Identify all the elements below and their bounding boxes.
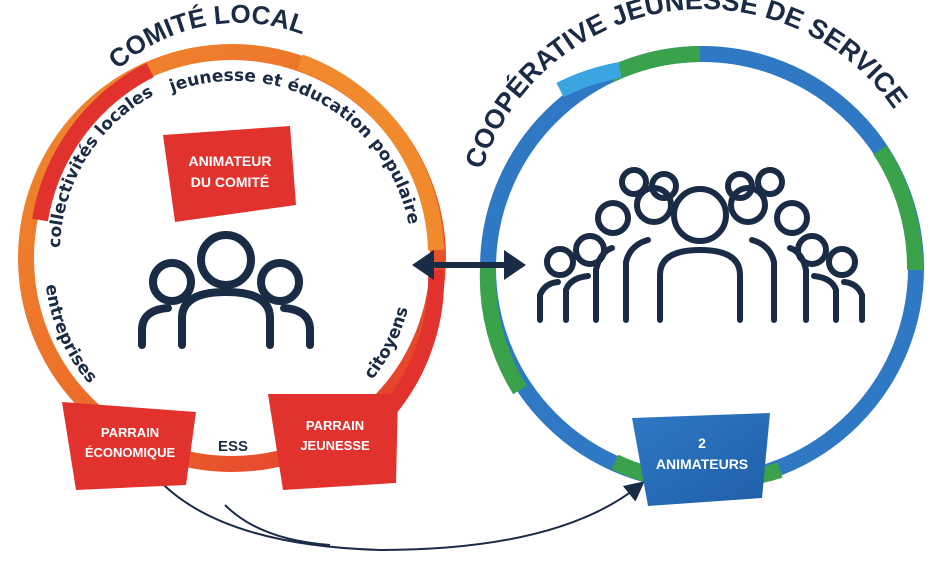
curved-arrow-secondary [224,504,331,546]
parrain-jeune-line1: PARRAIN [306,418,364,433]
deux-animateurs-box: 2 ANIMATEURS [632,413,770,506]
parrain-jeunesse-box: PARRAIN JEUNESSE [268,394,398,490]
animateurs-line1: 2 [698,435,706,451]
crowd-icon [537,167,865,323]
bidirectional-arrow-icon [412,250,526,280]
parrain-eco-line1: PARRAIN [101,425,159,440]
animateurs-line2: ANIMATEURS [656,456,748,472]
animateur-line1: ANIMATEUR [189,153,272,169]
curved-arrow [149,469,645,552]
animateur-comite-box: ANIMATEUR DU COMITÉ [163,126,296,222]
label-entreprises: entreprises [41,283,101,387]
parrain-jeune-line2: JEUNESSE [300,438,370,453]
animateur-line2: DU COMITÉ [191,174,270,190]
parrain-economique-box: PARRAIN ÉCONOMIQUE [62,402,196,490]
parrain-eco-line2: ÉCONOMIQUE [85,445,176,460]
group-three-people-icon [138,231,314,349]
ess-label: ESS [218,438,248,455]
